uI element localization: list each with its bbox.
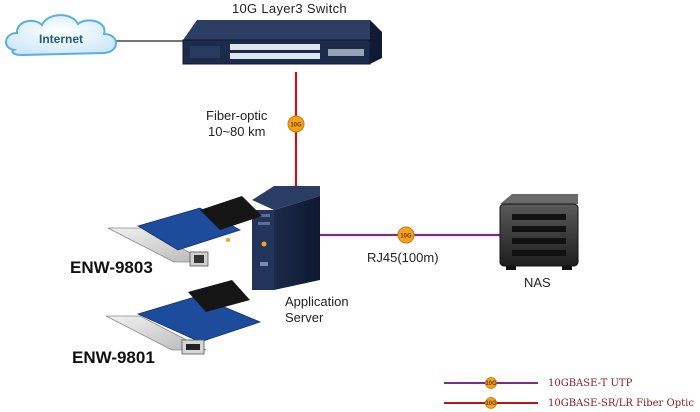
svg-text:10G: 10G bbox=[400, 234, 412, 240]
server-label-line2: Server bbox=[285, 310, 324, 325]
switch-ports bbox=[230, 44, 364, 59]
copper-10g-badge: 10G bbox=[397, 226, 415, 244]
fiber-link-label: Fiber-optic 10~80 km bbox=[206, 108, 267, 140]
svg-text:10G: 10G bbox=[290, 123, 302, 129]
svg-text:10G: 10G bbox=[485, 401, 497, 407]
application-server-icon bbox=[252, 186, 320, 290]
nas-label: NAS bbox=[524, 275, 551, 290]
layer3-switch-icon bbox=[182, 20, 382, 65]
legend-fiber-badge-icon bbox=[485, 397, 497, 409]
svg-text:10G: 10G bbox=[485, 381, 497, 387]
card-model-enw-9803: ENW-9803 bbox=[70, 258, 153, 277]
enw-9801-card-icon bbox=[105, 280, 262, 355]
legend-label-utp: 10GBASE-T UTP bbox=[548, 378, 633, 389]
server-label: Application Server bbox=[285, 294, 349, 326]
internet-cloud-icon: Internet bbox=[5, 14, 117, 57]
copper-link-label: RJ45(100m) bbox=[367, 250, 439, 265]
fiber-10g-badge: 10G bbox=[287, 115, 305, 133]
server-label-line1: Application bbox=[285, 294, 349, 309]
card-model-enw-9801: ENW-9801 bbox=[72, 348, 155, 367]
internet-label: Internet bbox=[39, 32, 83, 46]
legend-label-fiber: 10GBASE-SR/LR Fiber Optic bbox=[548, 398, 694, 409]
fiber-label-line1: Fiber-optic bbox=[206, 108, 268, 123]
legend: 10G 10G bbox=[444, 377, 538, 409]
enw-9803-card-icon bbox=[107, 196, 262, 267]
legend-utp-badge-icon bbox=[485, 377, 497, 389]
fiber-label-line2: 10~80 km bbox=[207, 124, 266, 139]
switch-title: 10G Layer3 Switch bbox=[232, 1, 347, 16]
nas-icon bbox=[499, 194, 579, 270]
